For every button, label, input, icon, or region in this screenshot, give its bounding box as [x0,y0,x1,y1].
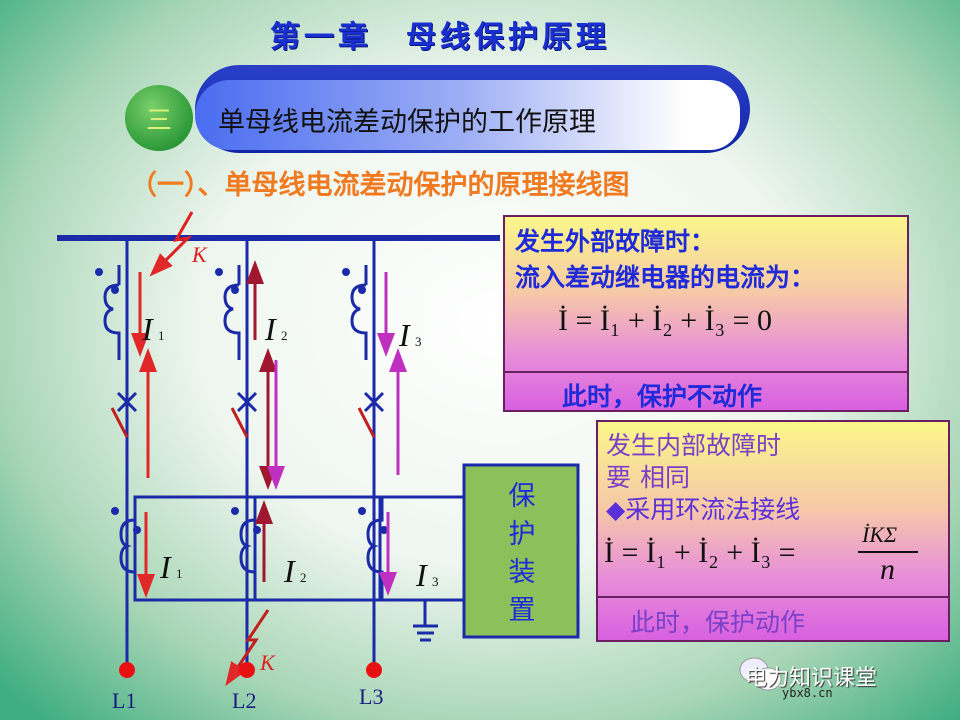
info-box-external [503,215,909,412]
svg-text:2: 2 [300,570,307,585]
internal-line3: 相同 [640,463,691,492]
svg-text:I: I [398,317,411,353]
svg-text:I: I [264,311,277,347]
fault-k-bus [149,211,194,277]
current-transformer-upper-1 [103,265,121,360]
breaker-3 [363,391,385,413]
fault-label-bus: K [191,242,208,267]
external-result: 此时，保护不动作 [562,382,763,411]
section-number: 三 [146,106,173,136]
protection-device-box [462,463,580,639]
svg-text:I: I [283,553,296,589]
disconnector-3 [357,407,376,438]
polarity-dot [215,268,223,276]
svg-text:3: 3 [415,334,422,349]
info-box-internal-divider [596,596,950,598]
internal-result: 此时，保护动作 [630,608,806,637]
polarity-dot [95,268,103,276]
svg-text:I: I [141,311,154,347]
current-transformer-lower-1 [119,497,137,600]
disconnector-2 [230,407,249,438]
svg-text:1: 1 [158,328,165,343]
internal-bullet: ◆采用环流法接线 [606,495,801,524]
polarity-dot [111,507,119,515]
current-transformer-upper-2 [223,265,241,360]
fault-label-feeder: K [259,650,276,675]
feeder-label-l3: L3 [359,684,383,709]
internal-formula-denominator: n [880,553,895,586]
svg-text:I: I [415,557,428,593]
section-banner-inner [195,80,740,150]
section-badge [125,85,193,151]
terminal-l1 [119,662,135,678]
subtitle: （一）、单母线电流差动保护的原理接线图 [130,170,630,201]
polarity-dot [231,286,239,294]
current-transformer-upper-3 [350,265,368,360]
feeder-label-l2: L2 [232,688,256,713]
external-formula: İ = İ₁ + İ₂ + İ₃ = 0 [558,304,773,337]
internal-formula-lhs: İ = İ₁ + İ₂ + İ₃ = [604,536,796,569]
breaker-1 [116,391,138,413]
external-line2: 流入差动继电器的电流为： [515,263,816,292]
secondary-wire-top [133,495,465,560]
svg-text:1: 1 [176,566,183,581]
polarity-dot [231,507,239,515]
svg-text:2: 2 [281,328,288,343]
fraction-bar [858,551,918,553]
protection-device-label: 保护装置 [508,481,536,626]
feeder-label-l1: L1 [112,688,136,713]
internal-heading: 发生内部故障时 [606,431,782,460]
disconnector-1 [110,407,129,438]
polarity-dot [111,286,119,294]
terminal-l3 [366,662,382,678]
svg-text:I: I [159,549,172,585]
current-transformer-lower-3 [366,497,384,600]
polarity-dot [380,526,388,534]
info-box-internal [596,420,950,642]
polarity-dot [342,268,350,276]
polarity-dot [358,507,366,515]
breaker-2 [236,391,258,413]
watermark-name: 电力知识课堂 [745,666,878,691]
polarity-dot [253,526,261,534]
internal-formula-numerator: İKΣ [862,522,898,547]
terminal-l2 [239,662,255,678]
section-title: 单母线电流差动保护的工作原理 [218,107,596,138]
slide-title: 第一章 母线保护原理 [270,20,610,55]
svg-text:3: 3 [432,574,439,589]
fault-k-feeder [225,609,270,686]
watermark-url: ybx8.cn [782,686,833,700]
external-heading: 发生外部故障时： [515,227,716,256]
polarity-dot [358,286,366,294]
current-arrows [131,260,407,598]
info-box-divider [503,371,909,373]
ground-symbol [413,600,438,642]
current-transformer-lower-2 [239,497,257,600]
internal-line2-tail: 要 [606,463,632,492]
wechat-icon [739,657,782,691]
polarity-dot [133,526,141,534]
